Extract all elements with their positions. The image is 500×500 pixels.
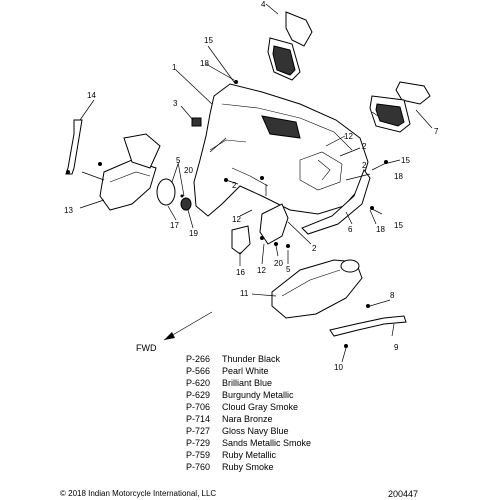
legend-code: P-714 — [186, 414, 210, 424]
legend-code: P-566 — [186, 366, 210, 376]
color-legend: P-266 Thunder Black P-566 Pearl White P-… — [186, 354, 311, 472]
callout-9: 9 — [394, 343, 399, 352]
legend-name: Ruby Metallic — [222, 450, 277, 460]
callout-14: 14 — [87, 91, 96, 100]
part-13-lower-panel — [99, 133, 161, 211]
legend-name: Brilliant Blue — [222, 378, 272, 388]
part-19-knob — [180, 197, 192, 211]
callout-12: 12 — [344, 132, 353, 141]
legend-code: P-620 — [186, 378, 210, 388]
callout-5: 5 — [176, 156, 181, 165]
part-11-lower-fairing — [271, 259, 363, 319]
callout-15: 15 — [394, 221, 403, 230]
callout-5: 5 — [286, 265, 291, 274]
callout-18: 18 — [200, 59, 209, 68]
part-12-bracket — [259, 203, 289, 245]
legend-code: P-629 — [186, 390, 210, 400]
callout-19: 19 — [189, 229, 198, 238]
part-16-cover — [231, 225, 251, 255]
legend-name: Nara Bronze — [222, 414, 273, 424]
part-9-trim-strip — [329, 315, 407, 337]
fasteners — [66, 80, 388, 348]
copyright: © 2018 Indian Motorcycle International, … — [60, 489, 216, 498]
callout-2: 2 — [362, 142, 367, 151]
legend-code: P-727 — [186, 426, 210, 436]
legend-name: Burgundy Metallic — [222, 390, 294, 400]
part-7-speaker-cover — [369, 81, 431, 133]
callout-12: 12 — [257, 266, 266, 275]
callout-15: 15 — [204, 36, 213, 45]
callout-8: 8 — [390, 291, 395, 300]
callout-17: 17 — [170, 221, 179, 230]
part-6-trim-strip — [301, 168, 371, 235]
legend-code: P-760 — [186, 462, 210, 472]
callout-20: 20 — [274, 259, 283, 268]
legend-code: P-706 — [186, 402, 210, 412]
callout-13: 13 — [64, 206, 73, 215]
callout-7: 7 — [434, 127, 439, 136]
part-1-inner-fairing — [193, 83, 369, 217]
callout-4: 4 — [261, 0, 266, 9]
callout-20: 20 — [184, 166, 193, 175]
fwd-label: FWD — [136, 343, 157, 353]
callout-18: 18 — [394, 172, 403, 181]
legend-name: Thunder Black — [222, 354, 281, 364]
legend-code: P-729 — [186, 438, 210, 448]
callout-numbers: 1 2 2 2 2 3 4 5 5 6 7 8 9 10 11 12 12 12… — [64, 0, 439, 372]
callout-2: 2 — [312, 244, 317, 253]
legend-name: Gloss Navy Blue — [222, 426, 289, 436]
legend-code: P-266 — [186, 354, 210, 364]
callout-2: 2 — [232, 181, 237, 190]
legend-code: P-759 — [186, 450, 210, 460]
callout-6: 6 — [348, 225, 353, 234]
callout-2: 2 — [362, 161, 367, 170]
callout-12: 12 — [232, 215, 241, 224]
legend-name: Ruby Smoke — [222, 462, 274, 472]
fwd-arrow-head — [164, 332, 175, 340]
leader-lines — [79, 3, 433, 363]
legend-name: Pearl White — [222, 366, 269, 376]
callout-11: 11 — [240, 289, 249, 298]
part-14-bracket — [65, 119, 83, 175]
part-17-gauge-ring — [156, 178, 176, 206]
callout-16: 16 — [236, 268, 245, 277]
legend-name: Cloud Gray Smoke — [222, 402, 298, 412]
callout-10: 10 — [334, 363, 343, 372]
callout-3: 3 — [173, 99, 178, 108]
part-3-clip — [191, 117, 202, 127]
callout-18: 18 — [376, 225, 385, 234]
callout-15: 15 — [401, 156, 410, 165]
callout-1: 1 — [172, 63, 177, 72]
part-4-speaker-cover — [267, 11, 313, 81]
legend-name: Sands Metallic Smoke — [222, 438, 311, 448]
diagram-number: 200447 — [388, 489, 418, 499]
